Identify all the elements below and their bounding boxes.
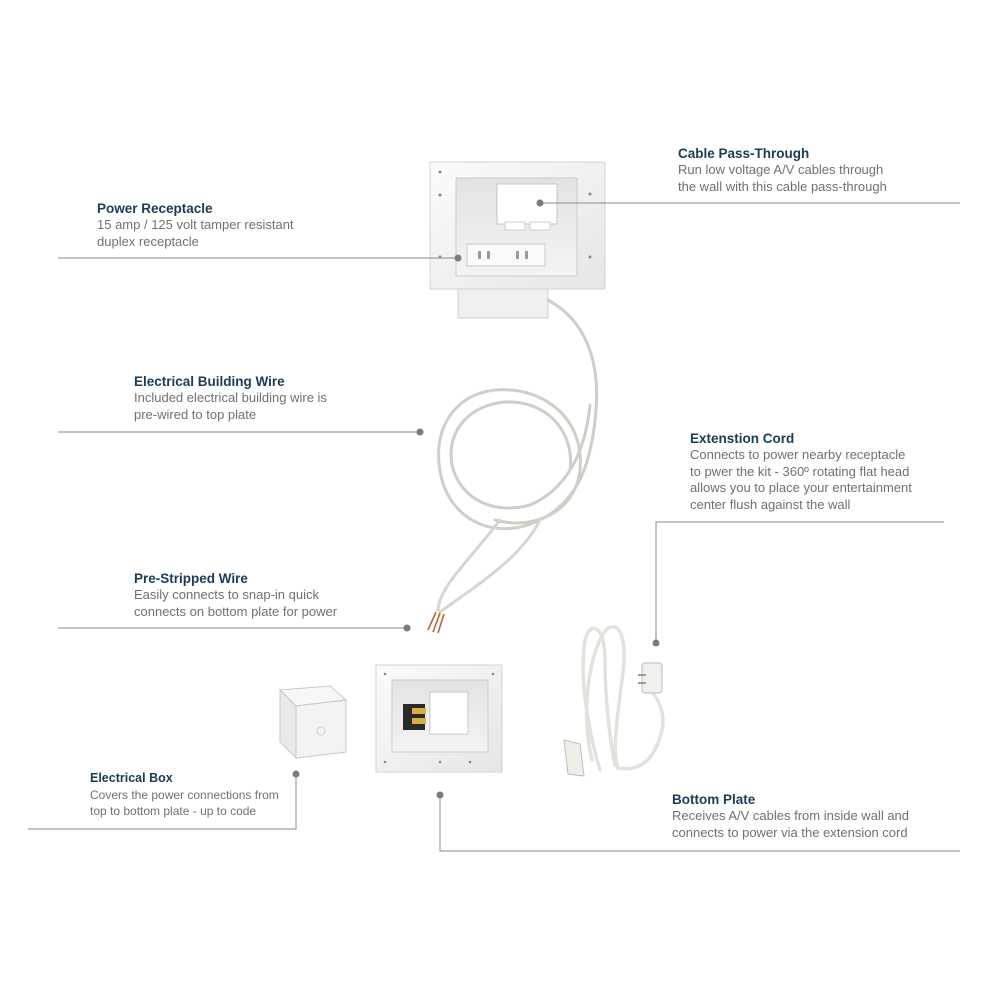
callout-description: Connects to power nearby receptacle to p… [690, 447, 912, 512]
callout-description: Easily connects to snap-in quick connect… [134, 587, 338, 619]
callout-description: Run low voltage A/V cables through the w… [678, 162, 887, 194]
bottom-plate [375, 664, 503, 773]
callout-title: Extenstion Cord [690, 431, 795, 446]
extension-cord [563, 625, 665, 777]
callout-electrical-box: Electrical Box Covers the power connecti… [90, 770, 279, 819]
building-wire-coil [436, 298, 599, 614]
pre-stripped-wire-ends [427, 611, 445, 634]
callout-description: Covers the power connections from top to… [90, 788, 279, 818]
leader-lines [28, 202, 960, 852]
callout-title: Electrical Box [90, 771, 173, 785]
callout-description: Receives A/V cables from inside wall and… [672, 808, 910, 840]
callout-cable-pass-through: Cable Pass-Through Run low voltage A/V c… [678, 145, 887, 195]
cable-pass-through-opening [496, 183, 558, 225]
leader-dots [292, 199, 660, 799]
callout-power-receptacle: Power Receptacle 15 amp / 125 volt tampe… [97, 200, 294, 250]
callout-pre-stripped-wire: Pre-Stripped Wire Easily connects to sna… [134, 570, 337, 620]
top-plate [429, 161, 606, 319]
callout-description: Included electrical building wire is pre… [134, 390, 327, 422]
leader-bottom-plate [439, 795, 960, 852]
callout-title: Bottom Plate [672, 792, 756, 807]
duplex-receptacle [466, 243, 546, 267]
callout-title: Cable Pass-Through [678, 146, 810, 161]
callout-extension-cord: Extenstion Cord Connects to power nearby… [690, 430, 912, 513]
leader-extension-cord [655, 521, 944, 643]
extension-cord-flat-plug [641, 662, 663, 694]
callout-title: Electrical Building Wire [134, 374, 285, 389]
electrical-box [278, 685, 348, 760]
callout-title: Power Receptacle [97, 201, 213, 216]
bottom-plate-inlet [403, 704, 425, 730]
callout-description: 15 amp / 125 volt tamper resistant duple… [97, 217, 294, 249]
callout-electrical-building-wire: Electrical Building Wire Included electr… [134, 373, 327, 423]
leader-electrical-box [28, 774, 297, 830]
extension-cord-outlet-end [563, 739, 585, 777]
callout-bottom-plate: Bottom Plate Receives A/V cables from in… [672, 791, 909, 841]
callout-title: Pre-Stripped Wire [134, 571, 248, 586]
bottom-plate-cable-opening [429, 691, 469, 735]
